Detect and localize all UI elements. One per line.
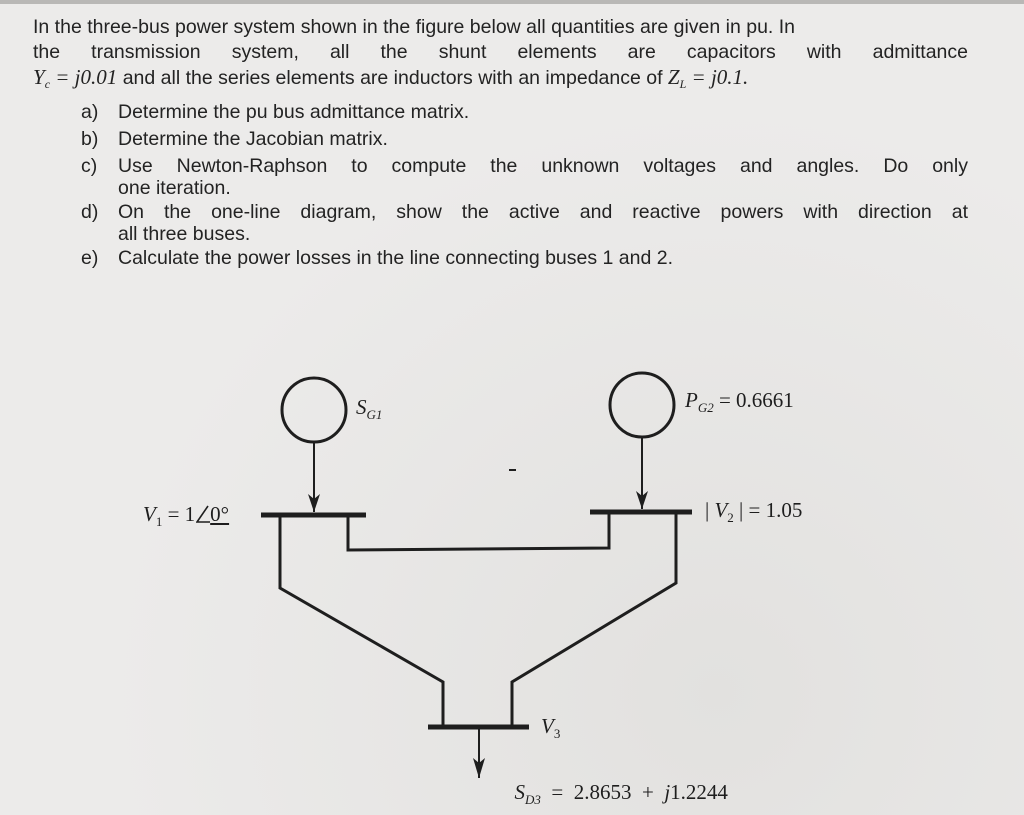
part-text-cont: one iteration. — [118, 177, 231, 199]
gen-1-label: SG1 — [356, 395, 383, 422]
part-text: Determine the Jacobian matrix. — [118, 128, 388, 150]
part-label: e) — [81, 247, 99, 269]
yc-symbol: Yc — [33, 65, 51, 91]
intro-line-2: the transmission system, all the shunt e… — [33, 41, 968, 63]
part-label: d) — [81, 201, 99, 223]
part-text: Determine the pu bus admittance matrix. — [118, 101, 470, 123]
intro-line-1: In the three-bus power system shown in t… — [33, 16, 796, 38]
yc-value: = j0.01 — [50, 65, 118, 89]
part-text: Calculate the power losses in the line c… — [118, 247, 674, 269]
angle-symbol — [195, 502, 211, 527]
question-parts-list: a) Determine the pu bus admittance matri… — [33, 99, 968, 272]
line-2-3 — [510, 512, 678, 727]
angle-icon — [195, 505, 211, 523]
question-part-b: b) Determine the Jacobian matrix. — [81, 126, 968, 153]
part-label: b) — [81, 128, 99, 150]
bus-3-voltage-label: V3 — [541, 714, 561, 741]
page-top-edge — [0, 0, 1024, 4]
gen-2-label: PG2 = 0.6661 — [685, 388, 794, 415]
question-part-a: a) Determine the pu bus admittance matri… — [81, 99, 968, 126]
part-text: Use Newton-Raphson to compute the unknow… — [118, 155, 968, 177]
zl-symbol: ZL — [667, 65, 687, 91]
generator-2-icon — [608, 371, 676, 439]
line-1-3 — [278, 515, 445, 727]
part-text: On the one-line diagram, show the active… — [118, 201, 968, 223]
part-label: a) — [81, 101, 99, 123]
part-text-cont: all three buses. — [118, 223, 251, 245]
bus-2-voltage-label: | V2 | = 1.05 — [705, 498, 803, 525]
line-1-2 — [346, 512, 611, 552]
question-part-d: d) On the one-line diagram, show the act… — [81, 199, 968, 245]
generator-1-icon — [280, 376, 348, 444]
intro-line-3: Yc = j0.01 and all the series elements a… — [33, 65, 968, 97]
intro-line-3-text: and all the series elements are inductor… — [117, 67, 668, 89]
zl-value: = j0.1. — [686, 65, 749, 89]
load-3-label: SD3 = 2.8653 + j1.2244 — [514, 780, 728, 807]
problem-statement: In the three-bus power system shown in t… — [33, 15, 968, 272]
question-part-e: e) Calculate the power losses in the lin… — [81, 245, 968, 272]
question-part-c: c) Use Newton-Raphson to compute the unk… — [81, 153, 968, 199]
part-label: c) — [81, 155, 98, 177]
